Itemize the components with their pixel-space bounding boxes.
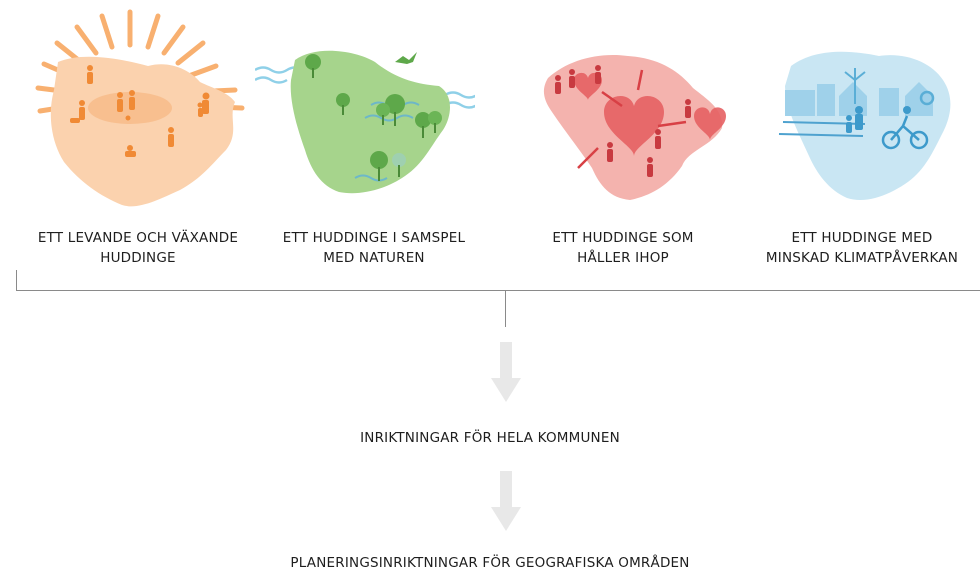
theme-caption-line: ETT LEVANDE OCH VÄXANDE	[37, 230, 239, 246]
municipality-shape-blue	[785, 51, 951, 201]
flow-step-1: INRIKTNINGAR FÖR HELA KOMMUNEN	[360, 430, 620, 446]
down-arrow-icon	[491, 471, 521, 531]
tree-icons	[305, 54, 442, 181]
theme-caption-line: HUDDINGE	[100, 250, 176, 266]
people-figures-orange	[70, 65, 210, 157]
illustration-living-growing	[35, 9, 245, 207]
illustration-climate	[778, 51, 951, 201]
arrow-icons	[577, 69, 687, 169]
down-arrow-icon	[491, 342, 521, 402]
bracket-line	[16, 290, 980, 291]
theme-caption-line: MINSKAD KLIMATPÅVERKAN	[765, 250, 959, 266]
theme-caption-nature: ETT HUDDINGE I SAMSPEL MED NATUREN	[254, 228, 494, 268]
theme-caption-line: ETT HUDDINGE MED	[791, 230, 933, 246]
bracket-left-edge	[16, 270, 17, 291]
people-figures-red	[555, 65, 691, 177]
theme-caption-line: HÅLLER IHOP	[577, 250, 669, 266]
wind-turbine-icon	[844, 68, 866, 104]
bird-icon	[395, 52, 417, 64]
theme-caption-line: MED NATUREN	[323, 250, 425, 266]
flow-step-2: PLANERINGSINRIKTNINGAR FÖR GEOGRAFISKA O…	[290, 555, 690, 571]
bracket-stem	[505, 291, 506, 327]
theme-caption-living: ETT LEVANDE OCH VÄXANDE HUDDINGE	[18, 228, 258, 268]
municipality-shape-green	[290, 50, 450, 194]
theme-caption-line: ETT HUDDINGE I SAMSPEL	[282, 230, 466, 246]
theme-caption-line: ETT HUDDINGE SOM	[552, 230, 694, 246]
municipality-shape-orange	[50, 56, 235, 207]
recycle-icon	[919, 90, 935, 106]
theme-caption-together: ETT HUDDINGE SOM HÅLLER IHOP	[503, 228, 743, 268]
theme-caption-climate: ETT HUDDINGE MED MINSKAD KLIMATPÅVERKAN	[742, 228, 980, 268]
people-figures-blue	[846, 106, 863, 133]
illustration-nature	[255, 50, 475, 194]
bicycle-icon	[881, 106, 929, 150]
illustration-holding-together	[543, 54, 726, 200]
